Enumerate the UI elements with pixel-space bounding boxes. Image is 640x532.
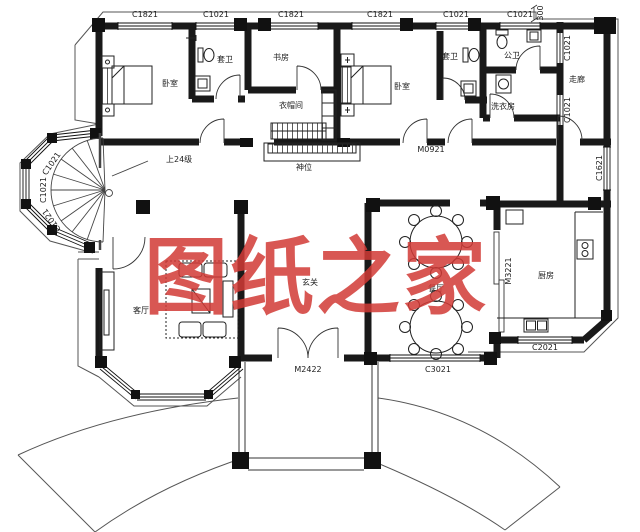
- bed-1: [100, 55, 153, 117]
- dimension-line: [530, 4, 538, 23]
- room-label-cloakroom: 衣帽间: [279, 101, 303, 110]
- dining-table-2: [399, 290, 473, 360]
- room-label-living: 客厅: [133, 306, 149, 315]
- window-label-c1821-3: C1821: [367, 10, 393, 19]
- door-label-m0921: M0921: [417, 145, 445, 154]
- wardrobe: [270, 89, 337, 141]
- columns: [21, 17, 616, 469]
- room-label-kitchen: 厨房: [538, 271, 554, 280]
- door-label-m3221: M3221: [504, 257, 513, 285]
- sink-3: [526, 29, 542, 43]
- window-label-c1021-3: C1021: [507, 10, 533, 19]
- room-label-bedroom-2: 卧室: [394, 82, 410, 91]
- stair-note-label: 上24级: [166, 155, 193, 164]
- living-bay-window: [99, 364, 244, 401]
- window-label-c1021-oct2: C1021: [39, 177, 48, 203]
- toilet-1: [186, 35, 215, 63]
- windows: [22, 21, 612, 401]
- shrine-cabinet: [263, 142, 361, 162]
- sink-1: [194, 75, 211, 92]
- room-label-foyer: 玄关: [302, 278, 318, 287]
- furniture: [99, 29, 603, 360]
- window-label-c2021: C2021: [532, 343, 558, 352]
- entry-porch: [238, 362, 379, 471]
- toilet-2: [462, 47, 480, 63]
- room-label-corridor: 走廊: [569, 75, 585, 84]
- doors: [112, 45, 583, 359]
- stove: [576, 239, 594, 260]
- window-label-c1821-1: C1821: [132, 10, 158, 19]
- room-label-ensuite-2: 套卫: [442, 52, 458, 61]
- window-label-c3021: C3021: [425, 365, 451, 374]
- window-label-c1821-2: C1821: [278, 10, 304, 19]
- watermark-text: 图纸之家: [143, 230, 489, 325]
- washing-machine: [495, 74, 512, 94]
- spiral-staircase: [50, 133, 149, 250]
- room-label-public-bath: 公卫: [504, 51, 520, 60]
- kitchen-counter: [497, 209, 603, 333]
- room-label-dining: 餐厅: [428, 284, 444, 293]
- room-label-laundry: 洗衣房: [491, 102, 515, 111]
- bed-2: [340, 53, 392, 117]
- sink-2: [460, 80, 477, 97]
- kitchen-sink: [523, 318, 549, 333]
- driveway-curves: [17, 397, 561, 532]
- eave-outline: [19, 11, 619, 407]
- door-label-m2422: M2422: [294, 365, 322, 374]
- sofa-set: [165, 260, 239, 339]
- dimension-label-300: 300: [536, 5, 545, 21]
- window-label-c1021-right2: C1021: [563, 97, 572, 123]
- room-label-study: 书房: [273, 53, 289, 62]
- window-label-c1621: C1621: [595, 155, 604, 181]
- room-label-bedroom-1: 卧室: [162, 79, 178, 88]
- window-label-c1021-right1: C1021: [563, 35, 572, 61]
- toilet-3: [495, 29, 509, 49]
- tv-cabinet: [99, 271, 115, 351]
- dining-table-1: [399, 205, 473, 279]
- window-label-c1021-2: C1021: [443, 10, 469, 19]
- window-label-c1021-1: C1021: [203, 10, 229, 19]
- room-label-ensuite-1: 套卫: [217, 55, 233, 64]
- room-label-shrine: 神位: [296, 163, 312, 172]
